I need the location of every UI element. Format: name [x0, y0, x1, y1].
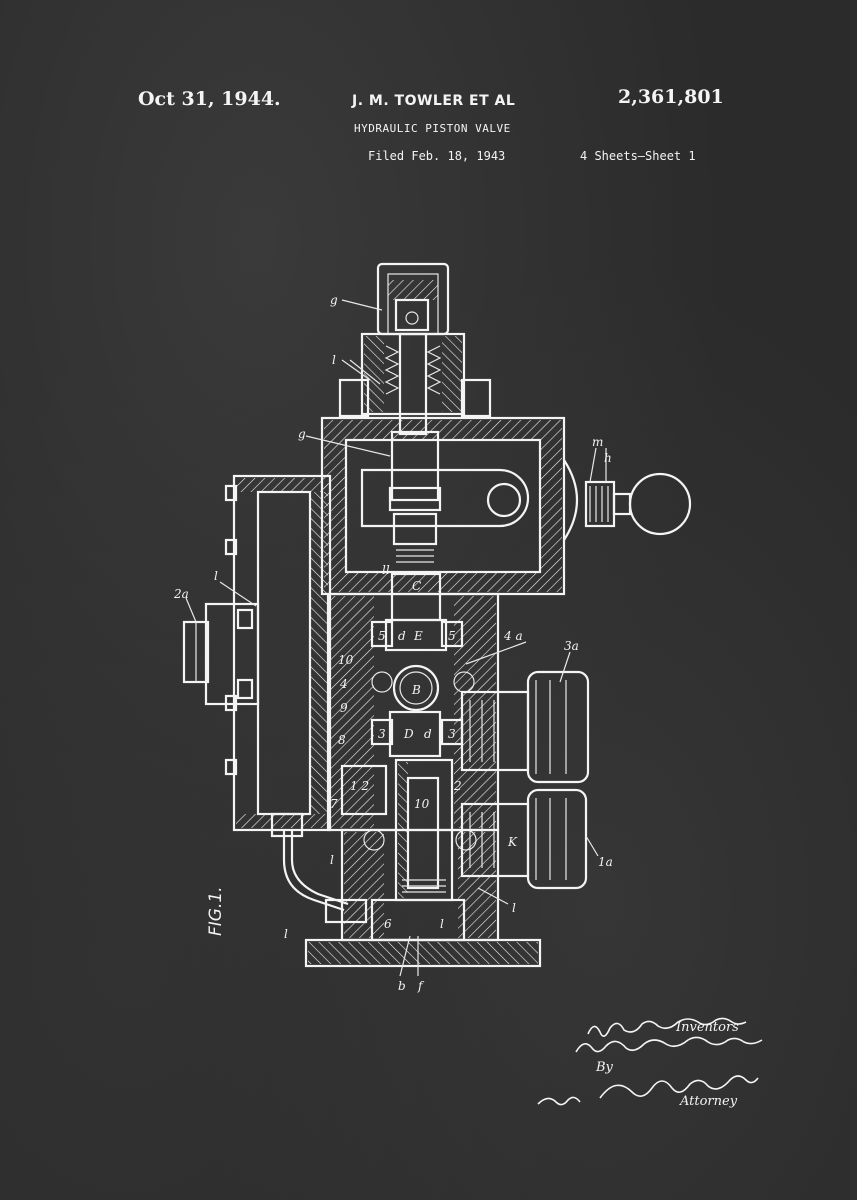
part-label-12: 1 2 — [350, 779, 369, 793]
filing-date: Filed Feb. 18, 1943 — [368, 149, 506, 163]
inventors-label: Inventors — [676, 1020, 739, 1035]
patent-number: 2,361,801 — [618, 86, 724, 108]
part-label-l-right: l — [512, 901, 516, 915]
part-label-d: d — [398, 629, 406, 643]
part-label-h: h — [604, 451, 612, 465]
part-label-l-lower: l — [330, 853, 334, 867]
handwritten-signatures — [537, 1017, 763, 1106]
patent-title: HYDRAULIC PISTON VALVE — [354, 122, 511, 135]
part-label-10b: 10 — [414, 797, 430, 811]
part-label-m: m — [592, 435, 603, 449]
part-label-2: 2 — [453, 779, 462, 793]
figure-label: FIG.1. — [206, 886, 226, 936]
part-label-E: E — [413, 629, 423, 643]
part-label-l-frame: l — [214, 569, 218, 583]
part-label-5l: 5 — [378, 629, 386, 643]
part-label-3a: 3a — [564, 639, 579, 653]
part-label-f: f — [417, 979, 425, 993]
part-label-ll: ll — [382, 563, 390, 577]
part-label-3r: 3 — [448, 727, 456, 741]
left-frame — [182, 474, 332, 832]
attorney-label: Attorney — [680, 1094, 738, 1109]
part-label-4a: 4 a — [503, 629, 523, 643]
part-label-l-pipe: l — [284, 927, 288, 941]
part-label-6: 6 — [384, 917, 392, 931]
part-label-g: g — [330, 293, 338, 307]
part-label-1a: 1a — [598, 855, 613, 869]
part-label-K: K — [507, 835, 518, 849]
inventor-name: J. M. TOWLER ET AL — [352, 93, 516, 109]
part-label-7: 7 — [330, 797, 338, 811]
part-label-9: 9 — [340, 701, 348, 715]
lower-body-base — [270, 812, 542, 968]
part-label-5r: 5 — [448, 629, 456, 643]
part-label-l: l — [332, 353, 336, 367]
right-fittings — [460, 670, 590, 890]
part-label-10: 10 — [338, 653, 354, 667]
part-label-b: b — [398, 979, 406, 993]
leader-lines — [185, 299, 607, 977]
part-labels: g l g m h l 2a ll 5 5 d E C 10 4 4 a B 9… — [173, 293, 613, 993]
part-label-d2: d — [424, 727, 432, 741]
part-label-D: D — [403, 727, 414, 741]
patent-date: Oct 31, 1944. — [138, 88, 281, 110]
part-label-4: 4 — [339, 677, 348, 691]
part-label-C: C — [412, 579, 421, 593]
top-cap — [376, 262, 450, 336]
sheet-count: 4 Sheets–Sheet 1 — [580, 149, 696, 163]
part-label-l-bot: l — [440, 917, 444, 931]
by-label: By — [596, 1060, 613, 1075]
part-label-8: 8 — [338, 733, 346, 747]
upper-body — [320, 416, 692, 596]
part-label-g2: g — [298, 427, 306, 441]
part-label-B: B — [411, 683, 421, 697]
part-label-3l: 3 — [378, 727, 386, 741]
part-label-2a: 2a — [173, 587, 189, 601]
